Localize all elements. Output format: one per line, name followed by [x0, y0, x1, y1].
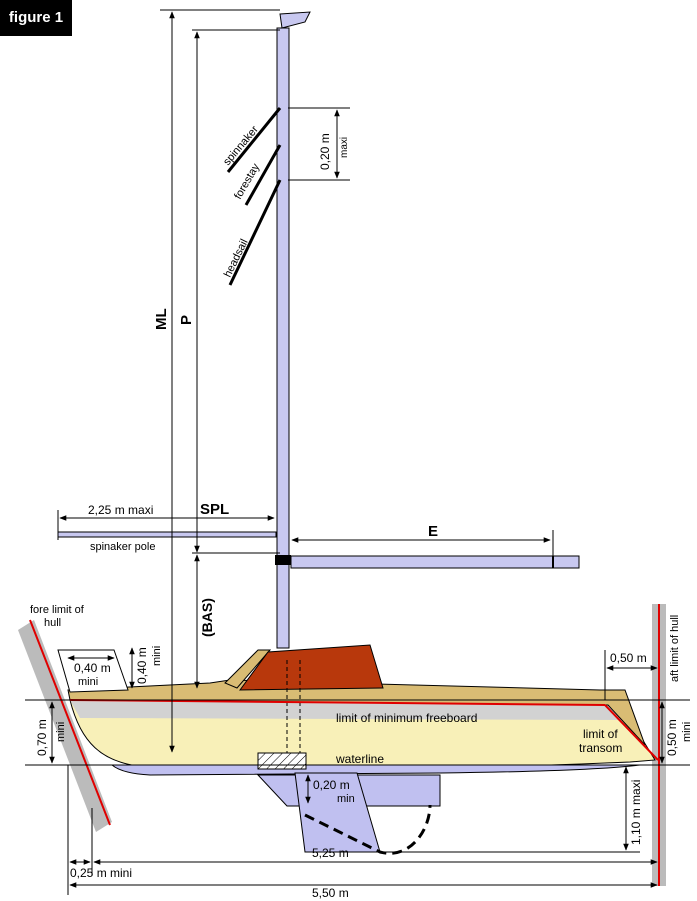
fore-limit-red-line — [29, 619, 111, 826]
spinnaker-pole — [57, 531, 277, 538]
ml-label: ML — [153, 308, 170, 330]
bas-label: (BAS) — [199, 598, 215, 637]
freeboard-red-line — [69, 699, 606, 706]
underwater-body — [110, 764, 641, 776]
freeboard-label: limit of minimum freeboard — [336, 711, 477, 725]
bow-height-qual: mini — [55, 722, 67, 742]
transom-label-1: limit of — [583, 727, 618, 741]
freeboard-band — [70, 700, 625, 720]
mast-top-dim-qual: maxi — [339, 137, 350, 158]
fore-limit-grey-bar — [18, 620, 112, 832]
length-inner-label: 5,25 m — [312, 846, 349, 860]
p-label: P — [178, 315, 195, 325]
rudder-min-qual: min — [337, 793, 355, 805]
cockpit-height-label: 0,40 m — [135, 647, 149, 684]
forestay — [244, 144, 282, 206]
spinnaker-label: spinnaker — [221, 123, 261, 168]
cockpit-width-qual: mini — [78, 676, 98, 688]
aft-limit-label: aft limit of hull — [669, 615, 681, 682]
spl-max-label: 2,25 m maxi — [88, 503, 153, 517]
mast-head — [279, 11, 311, 29]
cockpit-height-qual: mini — [151, 646, 163, 666]
transom-red-line — [604, 704, 659, 761]
transom-height-label: 0,50 m — [665, 719, 679, 756]
e-label: E — [428, 523, 438, 540]
transom-label-2: transom — [579, 741, 622, 755]
spinnaker-halyard — [226, 107, 282, 173]
length-total-label: 5,50 m — [312, 886, 349, 900]
waterline-label: waterline — [335, 752, 384, 766]
keel-depth-label: 1,10 m maxi — [629, 780, 643, 845]
mast-top-dim-label: 0,20 m — [318, 133, 332, 170]
fore-offset-label: 0,25 m mini — [70, 866, 132, 880]
bow-height-label: 0,70 m — [35, 719, 49, 756]
cockpit-width-label: 0,40 m — [74, 661, 111, 675]
cabin-roof — [224, 649, 272, 689]
transom-height-qual: mini — [681, 722, 693, 742]
headsail-halyard — [228, 179, 282, 286]
spinnaker-pole-label: spinaker pole — [90, 541, 155, 553]
rudder-min-label: 0,20 m — [313, 778, 350, 792]
boom — [290, 555, 580, 569]
cabin — [239, 644, 384, 691]
hatched-box — [257, 752, 307, 770]
fore-limit-label-2: hull — [44, 617, 61, 629]
spl-label: SPL — [200, 501, 229, 518]
fore-limit-label-1: fore limit of — [30, 604, 85, 616]
aft-offset-label: 0,50 m — [610, 651, 647, 665]
figure-label: figure 1 — [0, 0, 72, 36]
gooseneck — [275, 555, 291, 565]
